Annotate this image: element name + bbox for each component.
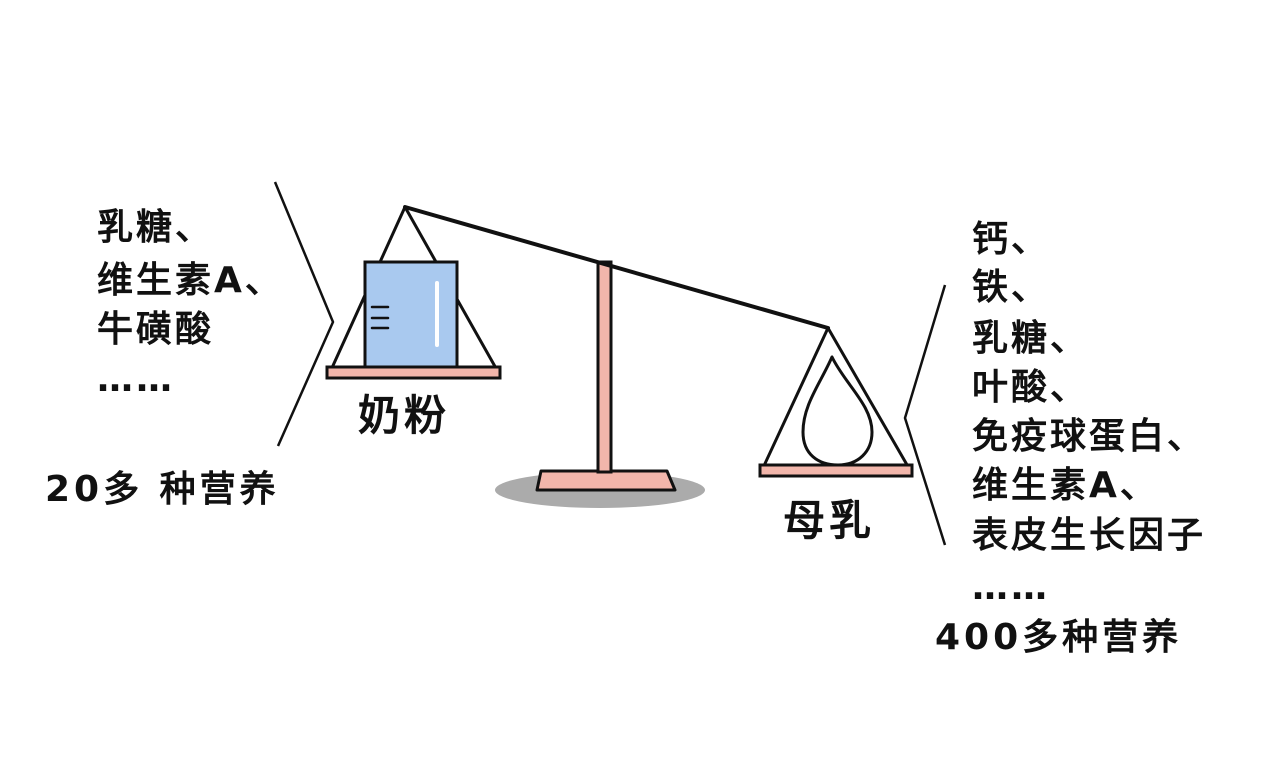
right-item: 乳糖、 — [972, 318, 1090, 359]
left-item: 乳糖、 — [97, 207, 215, 248]
left-item: 牛磺酸 — [97, 309, 215, 350]
formula-can — [363, 260, 459, 372]
left-pan-hanger — [329, 205, 499, 371]
left-summary: 20多 种营养 — [45, 469, 280, 510]
right-item: 免疫球蛋白、 — [972, 416, 1207, 457]
right-item: …… — [972, 567, 1050, 608]
left-bracket — [273, 181, 335, 447]
formula-label: 奶粉 — [358, 391, 451, 440]
right-item: 表皮生长因子 — [972, 515, 1207, 556]
breast-milk-label: 母乳 — [783, 496, 876, 545]
left-item: …… — [97, 359, 175, 400]
scale-post — [596, 260, 613, 474]
right-pan-plate — [758, 463, 914, 478]
scale-beam — [403, 205, 830, 330]
right-item: 钙、 — [972, 219, 1051, 260]
right-item: 叶酸、 — [972, 367, 1090, 408]
milk-drop — [801, 355, 874, 467]
left-pan-plate — [325, 365, 502, 380]
right-summary: 400多种营养 — [935, 617, 1183, 658]
right-item: 铁、 — [972, 267, 1051, 308]
left-item: 维生素A、 — [97, 260, 284, 301]
right-pan-hanger — [760, 326, 912, 471]
scale-base — [535, 469, 677, 492]
right-item: 维生素A、 — [972, 465, 1159, 506]
right-bracket — [903, 284, 947, 546]
